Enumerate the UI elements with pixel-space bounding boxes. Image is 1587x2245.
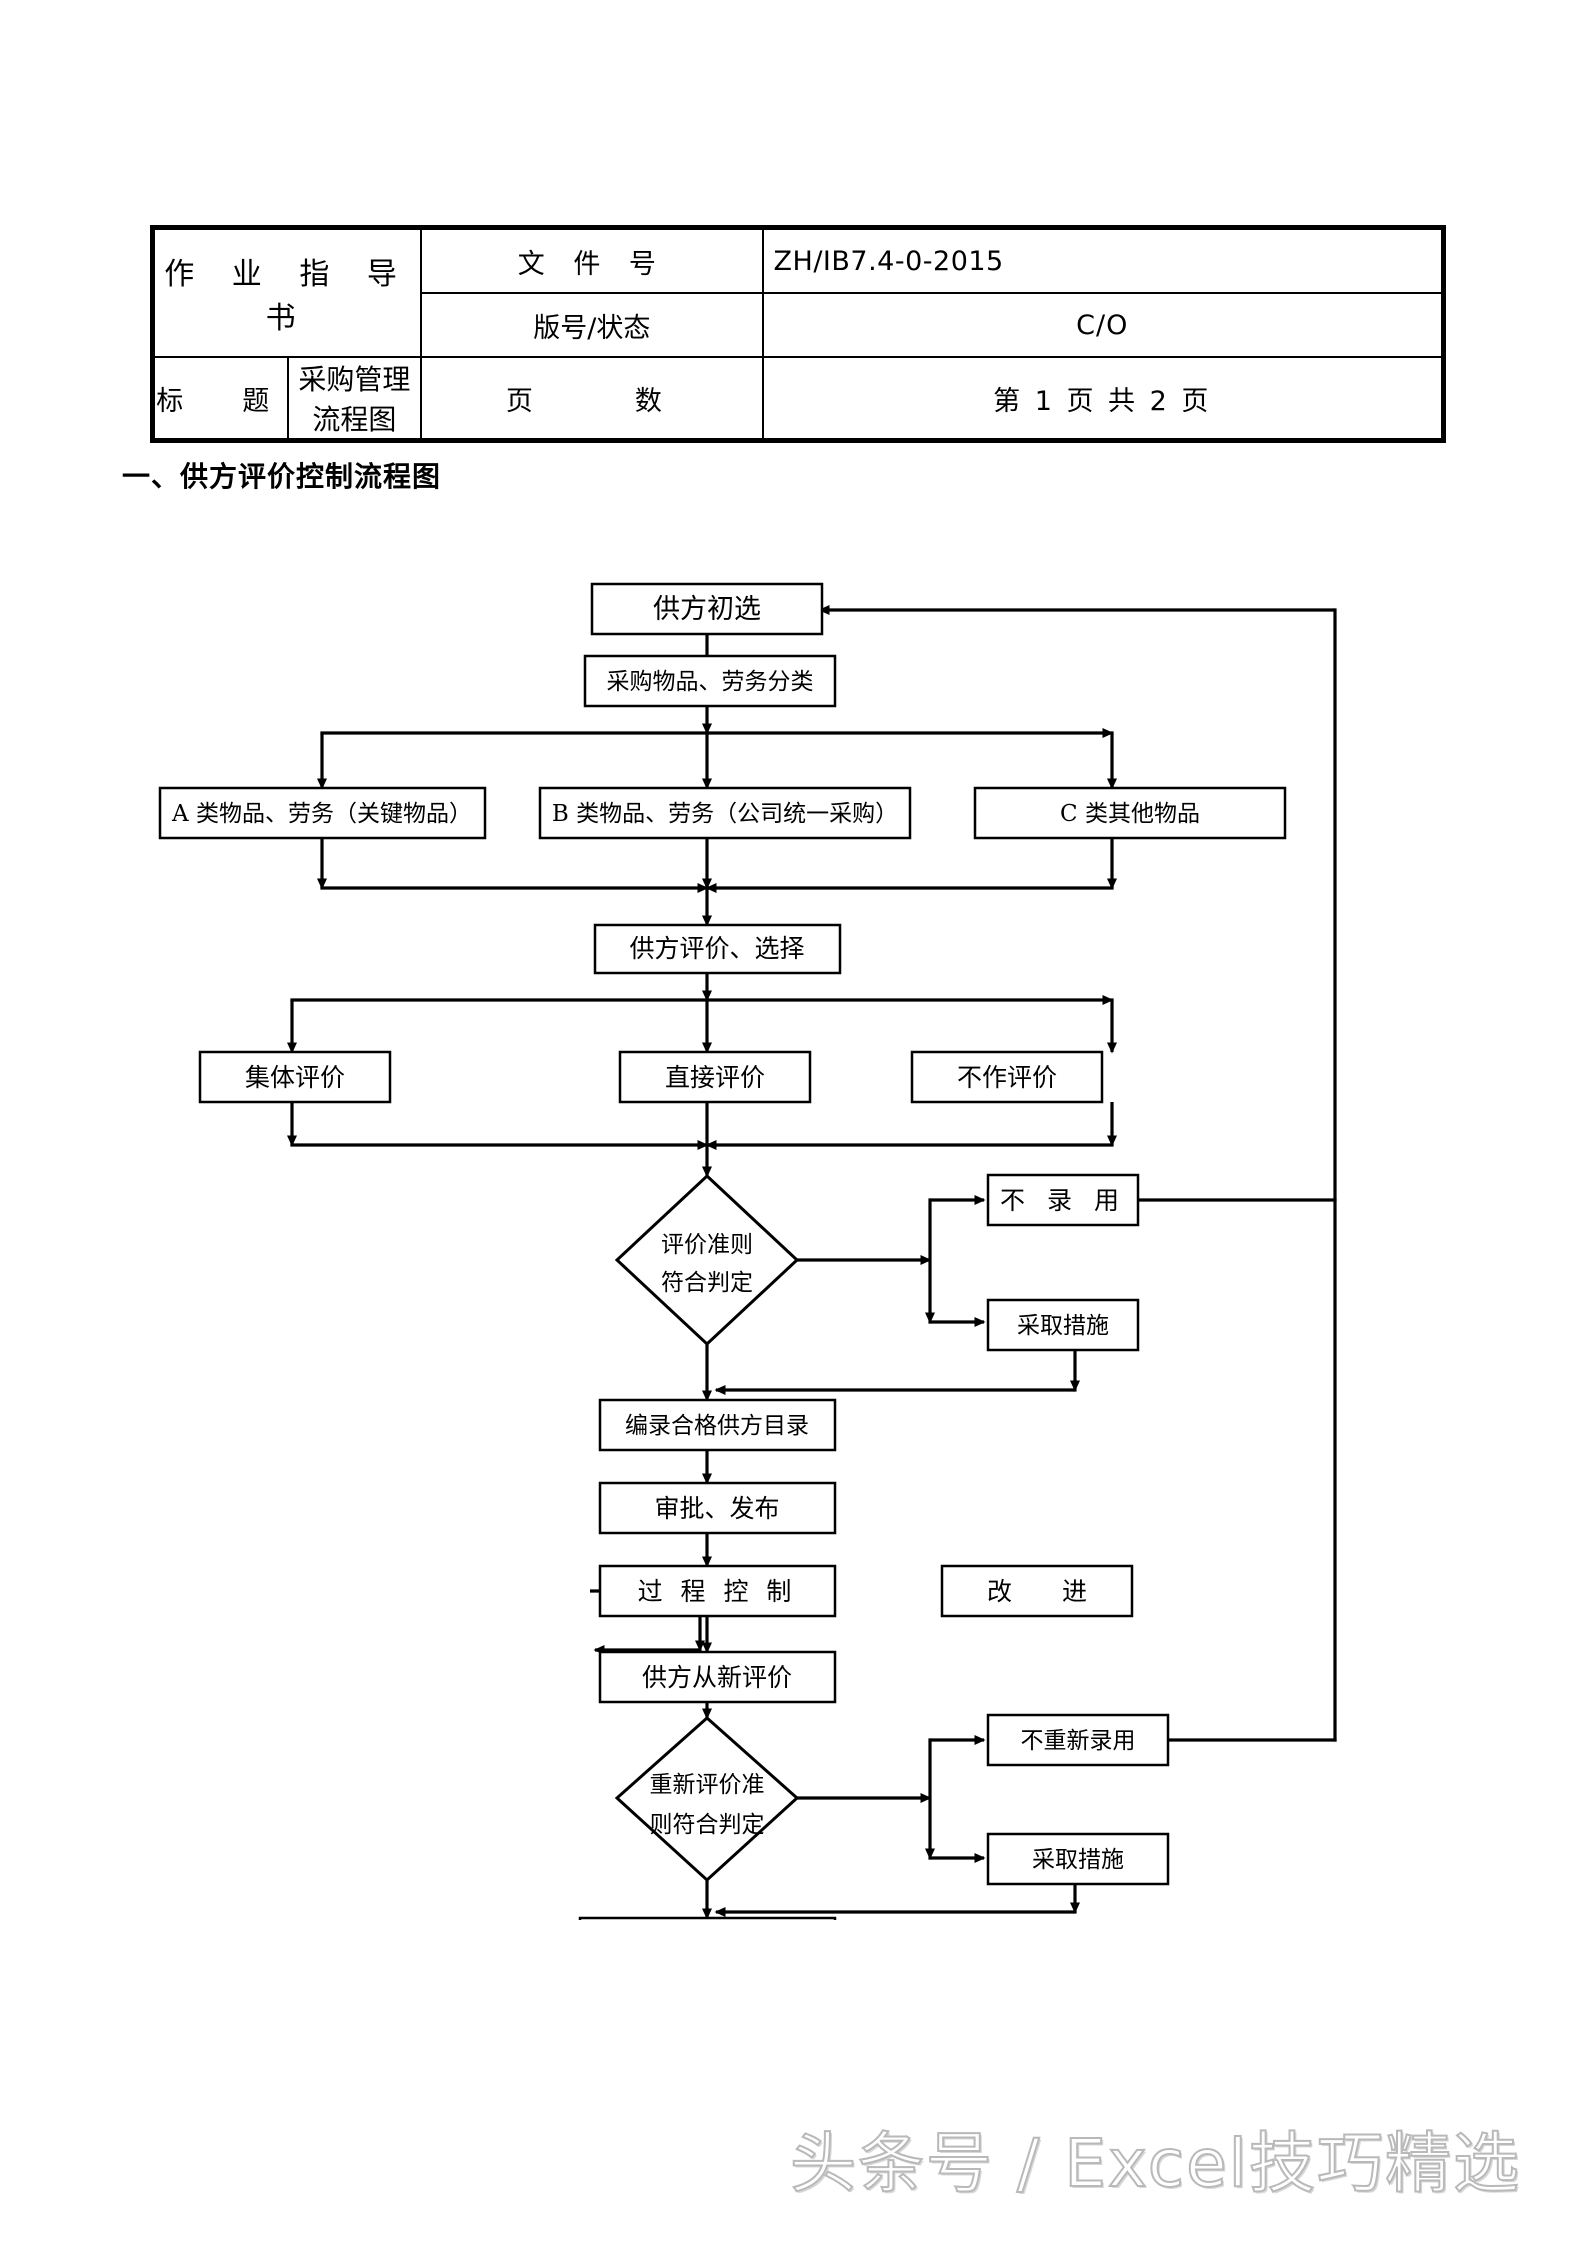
doc-type-cell: 作 业 指 导 书 bbox=[152, 228, 423, 358]
flow-node-class-a: A 类物品、劳务（关键物品） bbox=[158, 786, 487, 840]
flow-node-not-rehired: 不重新录用 bbox=[986, 1713, 1170, 1767]
field-key-pages: 页 数 bbox=[420, 356, 764, 440]
node-label: B 类物品、劳务（公司统一采购） bbox=[552, 801, 898, 827]
document-header-table: 作 业 指 导 书 文 件 号 ZH/IB7.4-0-2015 版号/状态 C/… bbox=[150, 225, 1446, 443]
watermark: 头条号 / Excel技巧精选 bbox=[789, 2124, 1522, 2203]
field-value-title: 采购管理流程图 bbox=[286, 356, 423, 440]
node-label: 不重新录用 bbox=[1021, 1728, 1136, 1754]
flow-node-decision-reevaluation-criteria: 重新评价准 则符合判定 bbox=[614, 1715, 800, 1883]
node-label-line1: 重新评价准 bbox=[650, 1772, 765, 1798]
flow-node-take-measures: 采取措施 bbox=[986, 1298, 1140, 1352]
field-value-pages: 第 1 页 共 2 页 bbox=[761, 356, 1444, 440]
supplier-evaluation-flowchart: 供方初选 采购物品、劳务分类 A 类物品、劳务（关键物品） B 类物品、劳务（公… bbox=[158, 582, 1337, 1920]
node-label: A 类物品、劳务（关键物品） bbox=[171, 801, 472, 827]
flow-node-supplier-preselection: 供方初选 bbox=[590, 582, 824, 636]
flow-node-collective-evaluation: 集体评价 bbox=[198, 1050, 392, 1104]
node-label: 过 程 控 制 bbox=[638, 1577, 797, 1606]
node-label: 改 进 bbox=[987, 1577, 1087, 1606]
flow-node-process-control: 过 程 控 制 bbox=[598, 1564, 837, 1618]
flow-node-direct-evaluation: 直接评价 bbox=[618, 1050, 812, 1104]
node-label: 直接评价 bbox=[665, 1063, 765, 1092]
flow-node-decision-criteria-conformity: 评价准则 符合判定 bbox=[614, 1173, 800, 1347]
flow-node-class-c: C 类其他物品 bbox=[973, 786, 1287, 840]
flow-node-compile-new-qualified-list: 编录新合格供方目录 bbox=[578, 1916, 837, 1920]
field-key-version: 版号/状态 bbox=[420, 292, 764, 358]
flow-node-not-hired: 不 录 用 bbox=[986, 1173, 1140, 1227]
flow-node-improvement: 改 进 bbox=[940, 1564, 1134, 1618]
field-value-docnum: ZH/IB7.4-0-2015 bbox=[761, 228, 1444, 294]
field-value-version: C/O bbox=[761, 292, 1444, 358]
table-row: 标 题 采购管理流程图 页 数 第 1 页 共 2 页 bbox=[153, 356, 1444, 440]
node-label: 供方从新评价 bbox=[642, 1663, 792, 1692]
flow-node-no-evaluation: 不作评价 bbox=[910, 1050, 1104, 1104]
flow-node-approve-publish: 审批、发布 bbox=[598, 1481, 837, 1535]
flow-node-take-measures-2: 采取措施 bbox=[986, 1832, 1170, 1886]
node-label: 不 录 用 bbox=[1000, 1186, 1126, 1215]
node-label-line1: 评价准则 bbox=[661, 1232, 753, 1258]
node-label: 供方初选 bbox=[653, 594, 761, 625]
flow-connectors bbox=[287, 634, 1117, 1920]
node-label: 供方评价、选择 bbox=[629, 934, 804, 963]
flow-node-compile-qualified-list: 编录合格供方目录 bbox=[598, 1398, 837, 1452]
flow-node-supplier-evaluation-select: 供方评价、选择 bbox=[593, 923, 842, 975]
node-label: 采取措施 bbox=[1032, 1847, 1124, 1873]
table-row: 版号/状态 C/O bbox=[154, 292, 1444, 358]
flow-node-class-b: B 类物品、劳务（公司统一采购） bbox=[538, 786, 912, 840]
section-heading: 一、供方评价控制流程图 bbox=[122, 460, 442, 493]
node-label: 审批、发布 bbox=[654, 1494, 779, 1523]
node-label: 采取措施 bbox=[1017, 1313, 1109, 1339]
field-key-title: 标 题 bbox=[153, 356, 289, 440]
node-label: 采购物品、劳务分类 bbox=[607, 669, 814, 695]
table-row: 作 业 指 导 书 文 件 号 ZH/IB7.4-0-2015 bbox=[152, 228, 1444, 358]
node-label: C 类其他物品 bbox=[1060, 801, 1200, 827]
doc-type-label: 作 业 指 导 书 bbox=[164, 257, 411, 336]
node-label: 集体评价 bbox=[245, 1063, 345, 1092]
node-label: 不作评价 bbox=[957, 1063, 1057, 1092]
flow-node-purchase-classification: 采购物品、劳务分类 bbox=[583, 654, 837, 708]
field-key-docnum: 文 件 号 bbox=[420, 228, 764, 294]
node-label: 编录合格供方目录 bbox=[625, 1413, 809, 1439]
flow-node-supplier-reevaluation: 供方从新评价 bbox=[598, 1650, 837, 1704]
node-label-line2: 符合判定 bbox=[661, 1270, 753, 1296]
node-label-line2: 则符合判定 bbox=[650, 1812, 765, 1838]
